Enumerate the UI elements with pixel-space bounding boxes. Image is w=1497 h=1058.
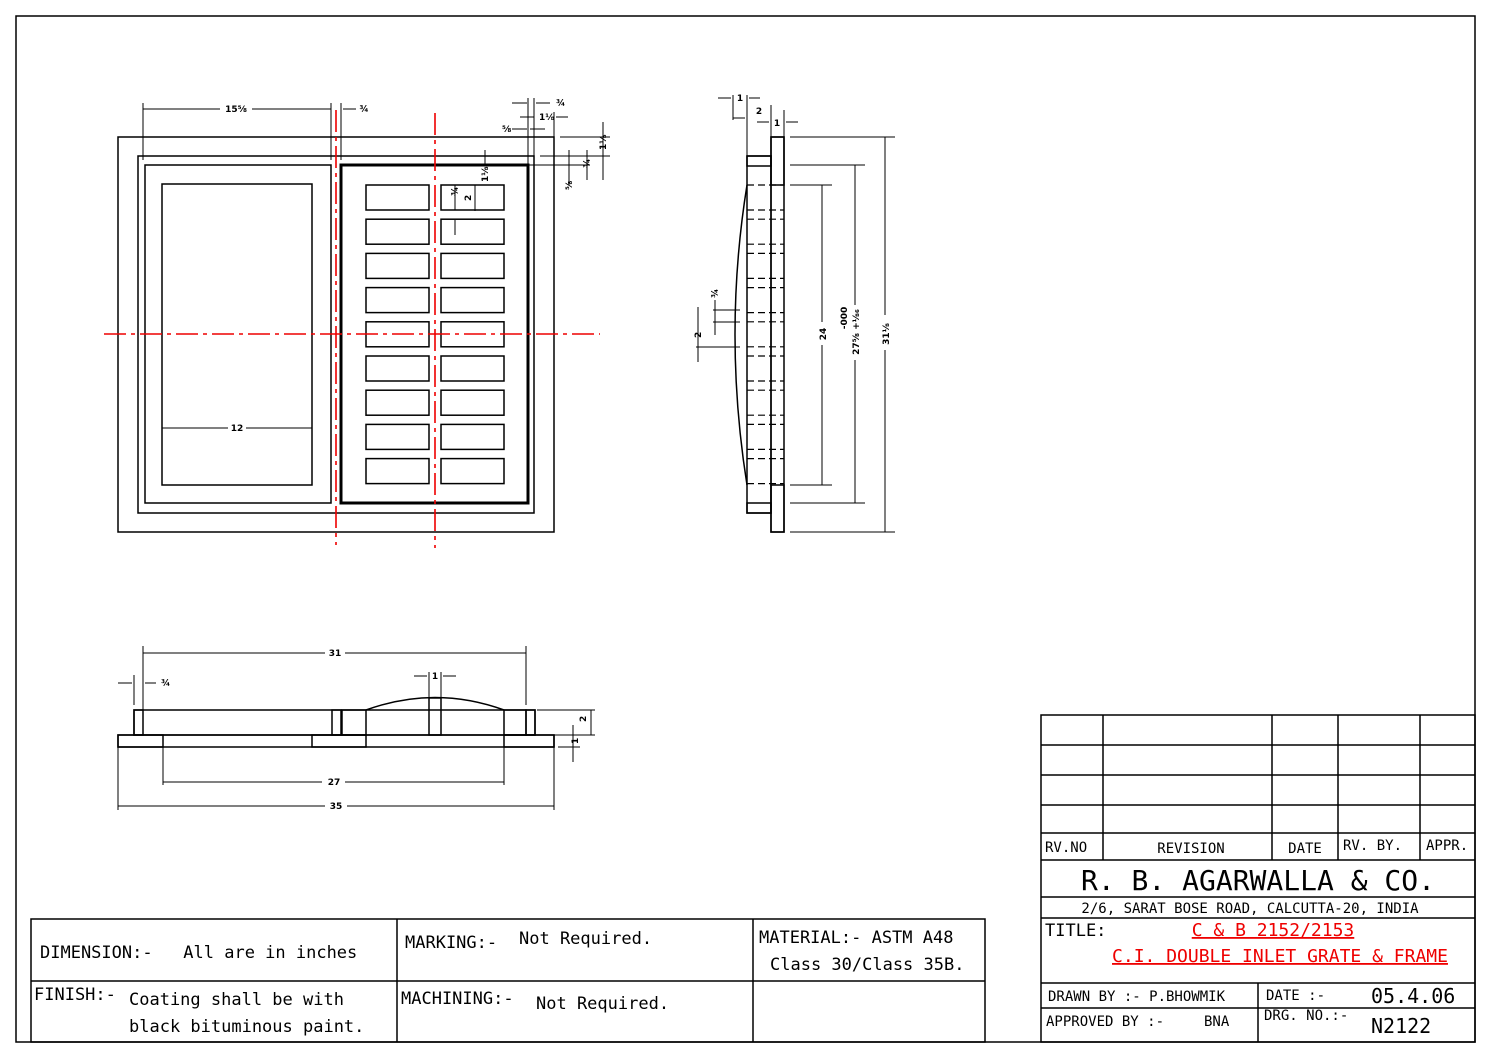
grate-slot <box>365 286 430 314</box>
dim-top-a: ¾ <box>556 99 565 109</box>
dim-overall-top: 31 <box>329 649 342 659</box>
marking-value: Not Required. <box>519 929 652 949</box>
title-line2: C.I. DOUBLE INLET GRATE & FRAME <box>1112 946 1448 967</box>
dim-slot-gap: ¾ <box>451 187 461 196</box>
machining-label: MACHINING:- <box>401 989 514 1009</box>
finish-label: FINISH:- <box>34 985 116 1005</box>
dim-overall: 35 <box>330 802 343 812</box>
dim-bar-pitch: 2 <box>694 332 704 338</box>
title-block: RV.NO REVISION DATE RV. BY. APPR. R. B. … <box>1040 714 1476 1043</box>
drawn-by: DRAWN BY :- P.BHOWMIK <box>1048 989 1226 1005</box>
dim-gap: ¾ <box>359 105 368 115</box>
side-view: 1 2 1 31⅛ 27⅝ +⅛₆ -000 24 ¾ 2 <box>694 94 895 533</box>
dim-bar: ¾ <box>711 289 721 298</box>
date-label: DATE :- <box>1266 988 1325 1004</box>
dim-t3: 1 <box>774 119 780 129</box>
grate-slot <box>365 184 430 211</box>
grate-slot <box>365 423 430 451</box>
grate-slot <box>440 252 505 280</box>
dim-bar-front: 1 <box>432 672 438 682</box>
marking-label: MARKING:- <box>405 933 497 953</box>
machining-value: Not Required. <box>536 994 669 1014</box>
dim-middle: 27⅝ +⅛₆ <box>852 309 862 355</box>
grate-slot <box>440 184 505 211</box>
grate-slot <box>365 252 430 280</box>
grate-slot <box>440 389 505 416</box>
drg-no-label: DRG. NO.:- <box>1264 1008 1348 1024</box>
grate-slot <box>365 389 430 416</box>
grate-slot <box>440 423 505 451</box>
dim-t2: 2 <box>756 107 762 117</box>
dim-right-a: 1⅛ <box>599 134 609 150</box>
material-line2: Class 30/Class 35B. <box>770 955 964 975</box>
finish-line1: Coating shall be with <box>129 990 344 1010</box>
grate-slot <box>440 218 505 245</box>
approved-by-label: APPROVED BY :- <box>1046 1014 1164 1030</box>
grate-slot <box>440 457 505 485</box>
title-line1: C & B 2152/2153 <box>1192 920 1355 941</box>
grate-slot <box>365 218 430 245</box>
header-date: DATE <box>1288 841 1322 857</box>
approved-by-value: BNA <box>1204 1014 1230 1030</box>
grate-slot <box>365 355 430 382</box>
slot-grid <box>365 184 505 485</box>
grate-slot <box>365 457 430 485</box>
dim-middle-tol: -000 <box>840 307 850 330</box>
drg-no-value: N2122 <box>1371 1014 1431 1038</box>
header-rv-no: RV.NO <box>1045 840 1087 856</box>
finish-line2: black bituminous paint. <box>129 1017 364 1037</box>
dim-slot-h: 2 <box>464 195 474 201</box>
header-revision: REVISION <box>1157 841 1224 857</box>
dim-right-b: ¾ <box>583 159 593 168</box>
company-address: 2/6, SARAT BOSE ROAD, CALCUTTA-20, INDIA <box>1081 901 1419 917</box>
dim-top-b: 1⅛ <box>539 113 555 123</box>
material-line1: MATERIAL:- ASTM A48 <box>759 928 953 948</box>
dim-opening-front: 27 <box>328 778 341 788</box>
header-rv-by: RV. BY. <box>1343 838 1402 854</box>
front-view: 31 ¾ 1 2 1 27 35 <box>117 646 595 812</box>
notes-table: DIMENSION:- All are in inches MARKING:- … <box>30 918 986 1043</box>
grate-slot <box>440 286 505 314</box>
date-value: 05.4.06 <box>1371 984 1455 1008</box>
dim-t1: 1 <box>737 94 743 104</box>
dim-right-c: ⅝ <box>565 181 575 190</box>
header-appr: APPR. <box>1426 838 1468 854</box>
dim-height: 2 <box>579 716 589 722</box>
dim-inner: 24 <box>819 328 829 341</box>
title-label: TITLE: <box>1045 921 1106 941</box>
dim-frame-width: 15⅝ <box>225 105 247 115</box>
dim-top-c: ⅝ <box>502 125 511 135</box>
top-view: 15⅝ ¾ ¾ 1⅛ ⅝ 1⅛ ¾ ⅝ 1⅛ ¾ 2 12 <box>104 98 610 548</box>
dimension-note: DIMENSION:- All are in inches <box>40 943 357 963</box>
company-name: R. B. AGARWALLA & CO. <box>1081 864 1435 897</box>
dim-outer: 31⅛ <box>882 323 892 345</box>
dim-flange: 1 <box>571 738 581 744</box>
dim-lip: ¾ <box>161 679 170 689</box>
dim-slot-top: 1⅛ <box>481 166 491 182</box>
grate-slot <box>440 355 505 382</box>
dim-opening: 12 <box>231 424 244 434</box>
